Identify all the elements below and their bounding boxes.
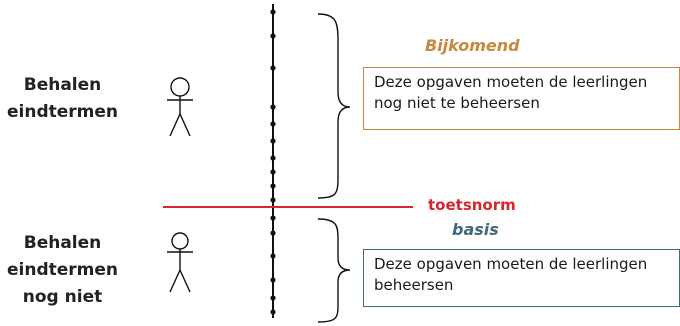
description-line: Deze opgaven moeten de leerlingen (374, 73, 648, 91)
stick-figure-icon (167, 232, 193, 293)
scale-point (270, 197, 276, 203)
scale-point (270, 309, 276, 315)
scale-point (270, 104, 276, 110)
group-label-line: eindtermen (6, 102, 118, 122)
description-line: nog niet te beheersen (374, 94, 540, 112)
scale-point (270, 138, 276, 144)
scale-points (270, 9, 276, 315)
group-label-line: Behalen (23, 233, 102, 253)
scale-point (270, 155, 276, 161)
description-line: Deze opgaven moeten de leerlingen (374, 255, 648, 273)
curly-brace-icon (317, 218, 351, 323)
stick-figure-icon (167, 77, 193, 137)
section-heading-bottom: basis (452, 220, 499, 239)
scale-point (270, 230, 276, 236)
group-label-top: Behalen eindtermen (0, 72, 125, 126)
scale-point (270, 65, 276, 71)
group-label-line: nog niet (22, 287, 103, 307)
scale-point (270, 33, 276, 39)
curly-brace-icon (317, 13, 351, 199)
scale-point (270, 121, 276, 127)
scale-point (270, 9, 276, 15)
section-heading-top: Bijkomend (425, 36, 520, 55)
norm-label: toetsnorm (428, 196, 516, 214)
scale-point (270, 295, 276, 301)
description-box-bottom: Deze opgaven moeten de leerlingen beheer… (363, 249, 680, 307)
scale-point (270, 215, 276, 221)
group-label-bottom: Behalen eindtermen nog niet (0, 230, 125, 311)
scale-point (270, 169, 276, 175)
scale-point (270, 277, 276, 283)
scale-point (270, 253, 276, 259)
description-box-top: Deze opgaven moeten de leerlingen nog ni… (363, 67, 680, 130)
group-label-line: eindtermen (6, 260, 118, 280)
description-line: beheersen (374, 276, 454, 294)
scale-point (270, 183, 276, 189)
group-label-line: Behalen (23, 75, 102, 95)
